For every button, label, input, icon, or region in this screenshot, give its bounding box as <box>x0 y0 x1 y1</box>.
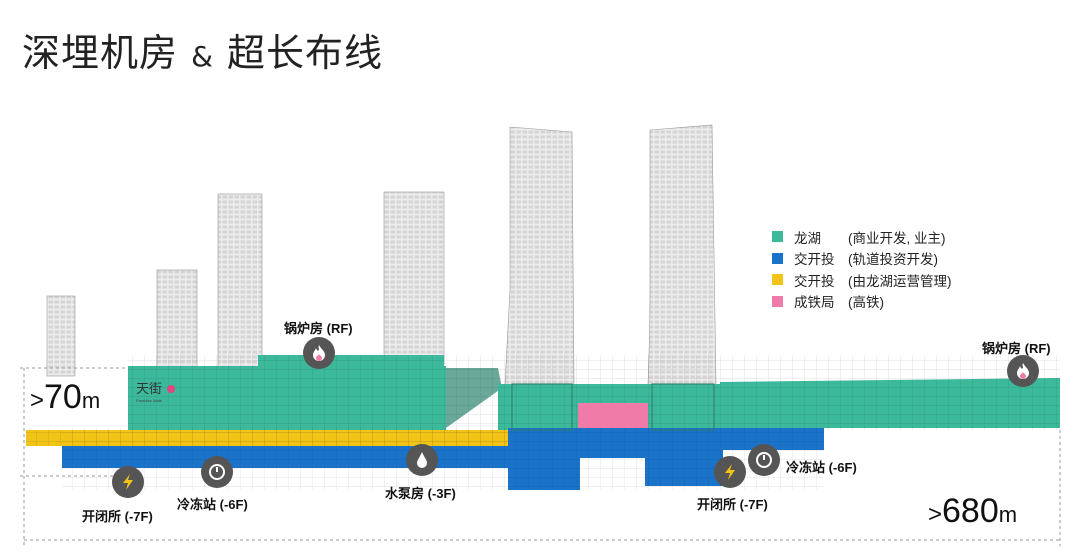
height-dimension <box>20 367 126 477</box>
boiler-room-label: 锅炉房 (RF) <box>284 321 353 336</box>
lightning-icon <box>714 456 746 488</box>
gauge-icon <box>201 456 233 488</box>
legend-swatch <box>772 274 783 286</box>
legend-item: 龙湖 (商业开发, 业主) <box>772 226 952 248</box>
gauge-icon <box>748 444 780 476</box>
pump-room-label: 水泵房 (-3F) <box>385 486 456 501</box>
legend-item: 成铁局 (高铁) <box>772 291 952 313</box>
legend: 龙湖 (商业开发, 业主) 交开投 (轨道投资开发) 交开投 (由龙湖运营管理)… <box>772 226 952 312</box>
legend-swatch <box>772 295 783 307</box>
chiller-room-label: 冷冻站 (-6F) <box>786 460 857 475</box>
tower-shaft <box>511 383 573 431</box>
railway-block <box>578 403 648 429</box>
switch-room-label: 开闭所 (-7F) <box>697 497 768 512</box>
lightning-icon <box>112 466 144 498</box>
boiler-room-label: 锅炉房 (RF) <box>982 341 1051 356</box>
height-dimension-label: >70m <box>30 378 101 416</box>
water-drop-icon <box>406 444 438 476</box>
page-title: 深埋机房 & 超长布线 <box>22 31 384 75</box>
chiller-room-label: 冷冻站 (-6F) <box>177 497 248 512</box>
legend-item: 交开投 (由龙湖运营管理) <box>772 269 952 291</box>
legend-item: 交开投 (轨道投资开发) <box>772 248 952 270</box>
length-dimension-label: >680m <box>928 492 1018 530</box>
switch-room-label: 开闭所 (-7F) <box>82 509 153 524</box>
flame-icon <box>303 337 335 369</box>
flame-icon <box>1007 355 1039 387</box>
tower-shaft <box>651 383 715 431</box>
towers <box>46 124 717 386</box>
tianjie-logo: 天街 Paradise Walk <box>136 378 188 403</box>
length-dimension <box>23 430 1061 546</box>
basement-blue <box>62 428 824 490</box>
legend-swatch <box>772 231 783 243</box>
legend-swatch <box>772 252 783 264</box>
